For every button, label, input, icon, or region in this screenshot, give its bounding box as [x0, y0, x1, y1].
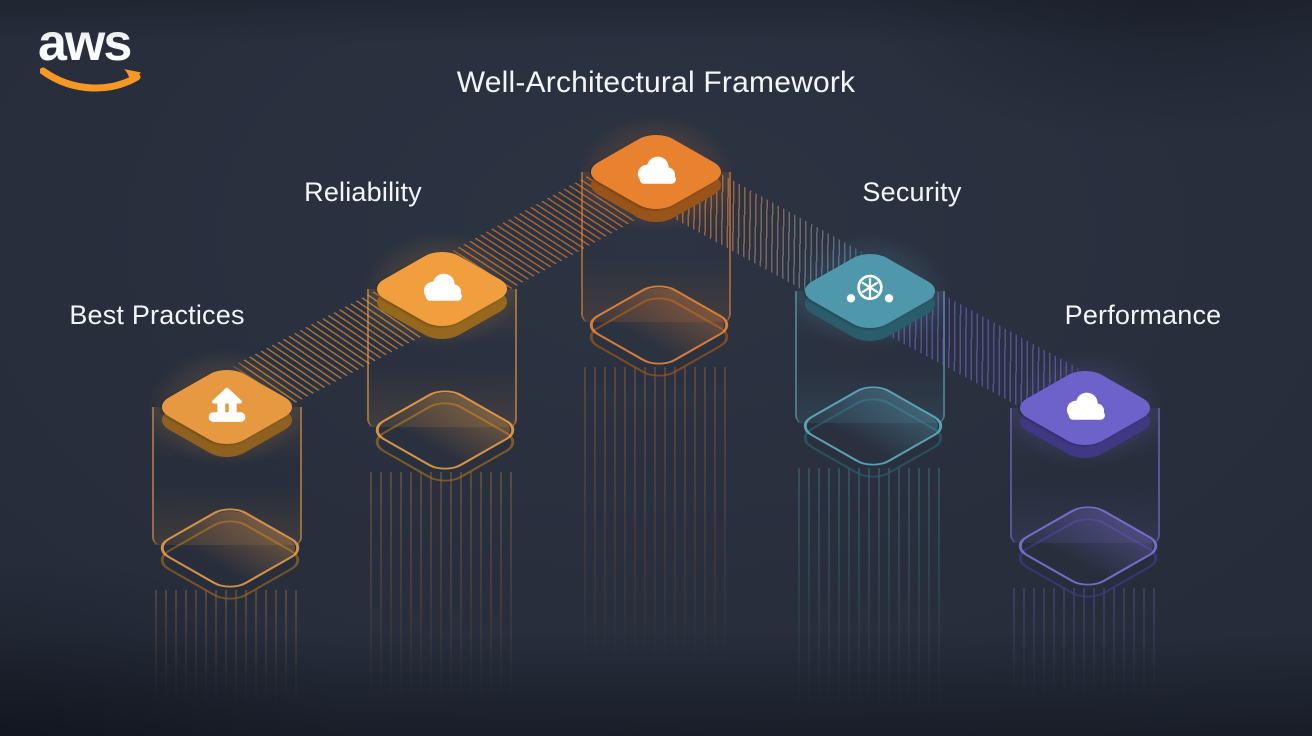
pillar-reflection	[798, 468, 942, 736]
aws-logo-text: aws	[38, 14, 132, 72]
pillar-reflection	[370, 472, 514, 736]
label-reliability: Reliability	[304, 177, 422, 207]
cloud-icon	[624, 149, 688, 193]
pillar-reflection	[584, 367, 728, 707]
pillar-reflection	[155, 590, 299, 720]
pillar-performance	[975, 327, 1195, 736]
pillar-best-practices	[117, 326, 337, 736]
cloud-icon	[1053, 385, 1117, 429]
cloud-icon	[410, 266, 474, 310]
pillar-reliability	[332, 208, 552, 736]
bank-icon	[195, 384, 259, 428]
aws-smile-swoosh-icon	[40, 67, 141, 92]
aws-logo: aws	[38, 16, 146, 94]
pillar-security	[760, 210, 980, 736]
label-best-practices: Best Practices	[69, 300, 245, 330]
label-security: Security	[862, 177, 962, 207]
security-compass-icon	[838, 268, 902, 312]
pillar-reflection	[1013, 588, 1157, 718]
label-performance: Performance	[1064, 300, 1222, 330]
page-title: Well-Architectural Framework	[456, 66, 856, 99]
pillar-framework-core	[546, 91, 766, 736]
